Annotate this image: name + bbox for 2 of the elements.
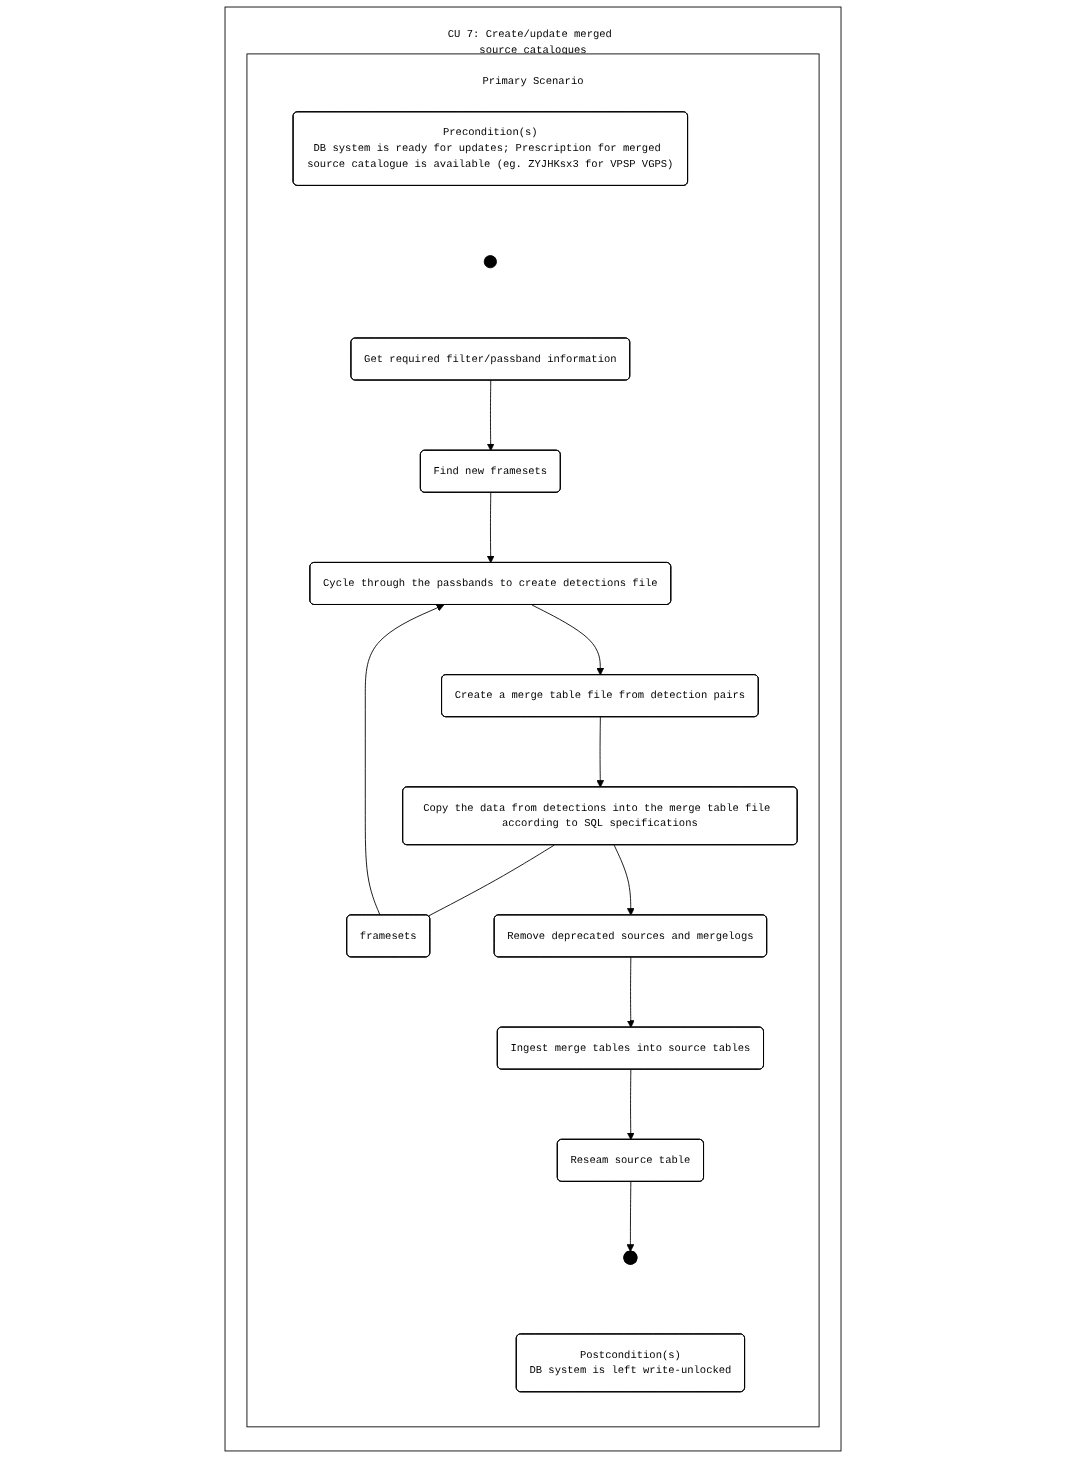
connector xyxy=(428,844,556,917)
node-circle xyxy=(484,255,498,269)
